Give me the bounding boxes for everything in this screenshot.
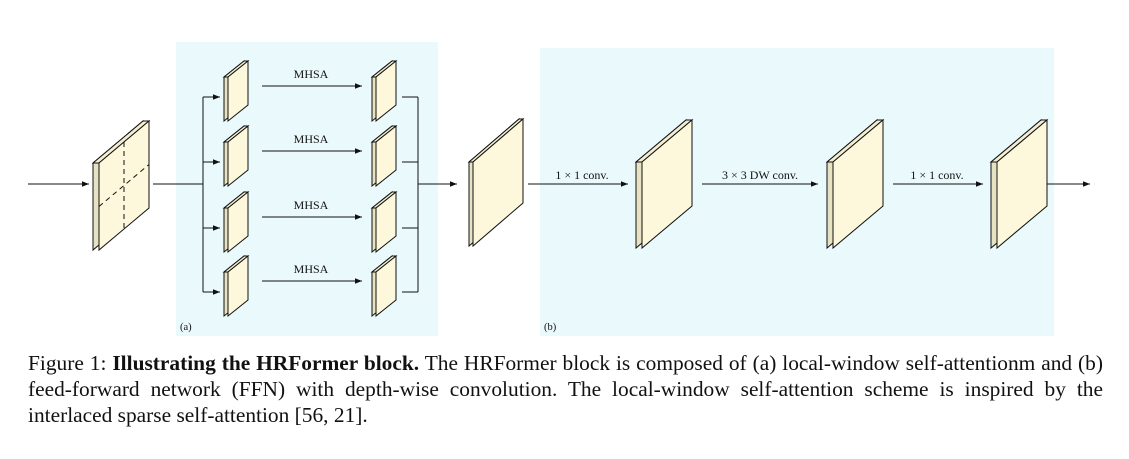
figure-caption: Figure 1: Illustrating the HRFormer bloc… [28,350,1103,428]
window-input-block-1-front [227,59,249,123]
window-output-block-4 [370,254,398,318]
window-output-block-4-front [375,254,397,318]
mhsa-label-2: MHSA [294,132,329,146]
mhsa-label-4: MHSA [294,262,329,276]
mhsa-label-1: MHSA [294,67,329,81]
mhsa-branches: MHSA MHSA MHSA MHSA [203,59,418,318]
ffn-feature-map-3 [989,118,1049,250]
window-divider-horizontal [98,164,150,207]
input-map-front [98,119,150,252]
caption-body: The HRFormer block is composed of (a) lo… [28,351,1103,427]
ffn-map-2-front [832,118,884,250]
ffn-feature-map-2 [825,118,885,250]
window-output-block-3 [370,190,398,254]
input-feature-map [91,119,151,252]
conv1x1-out-label: 1 × 1 conv. [910,168,963,182]
conv1x1-in-label: 1 × 1 conv. [555,168,608,182]
window-output-block-2-front [375,124,397,188]
dwconv-label: 3 × 3 DW conv. [722,168,798,182]
panel-b-background [540,48,1054,336]
window-input-block-4-front [227,254,249,318]
panel-a-label: (a) [180,322,192,333]
window-input-block-3-front [227,190,249,254]
ffn-map-3-front [996,118,1048,250]
panel-b-label: (b) [544,322,557,333]
window-input-block-2 [222,124,250,188]
caption-figure-label: Figure 1: [28,351,107,375]
window-output-block-2 [370,124,398,188]
window-input-block-4 [222,254,250,318]
ffn-map-1-front [641,118,693,250]
window-input-block-3 [222,190,250,254]
merged-feature-map [467,117,525,248]
hrformer-block-diagram: (a) (b) MHSA MHSA MHSA MHSA 1 × 1 conv. 3 ×… [28,42,1090,336]
mhsa-label-3: MHSA [294,198,329,212]
window-output-block-1 [370,59,398,123]
window-output-block-3-front [375,190,397,254]
ffn-feature-map-1 [634,118,694,250]
window-input-block-2-front [227,124,249,188]
window-input-block-1 [222,59,250,123]
merged-map-front [472,117,524,248]
window-output-block-1-front [375,59,397,123]
caption-title: Illustrating the HRFormer block. [112,351,420,375]
